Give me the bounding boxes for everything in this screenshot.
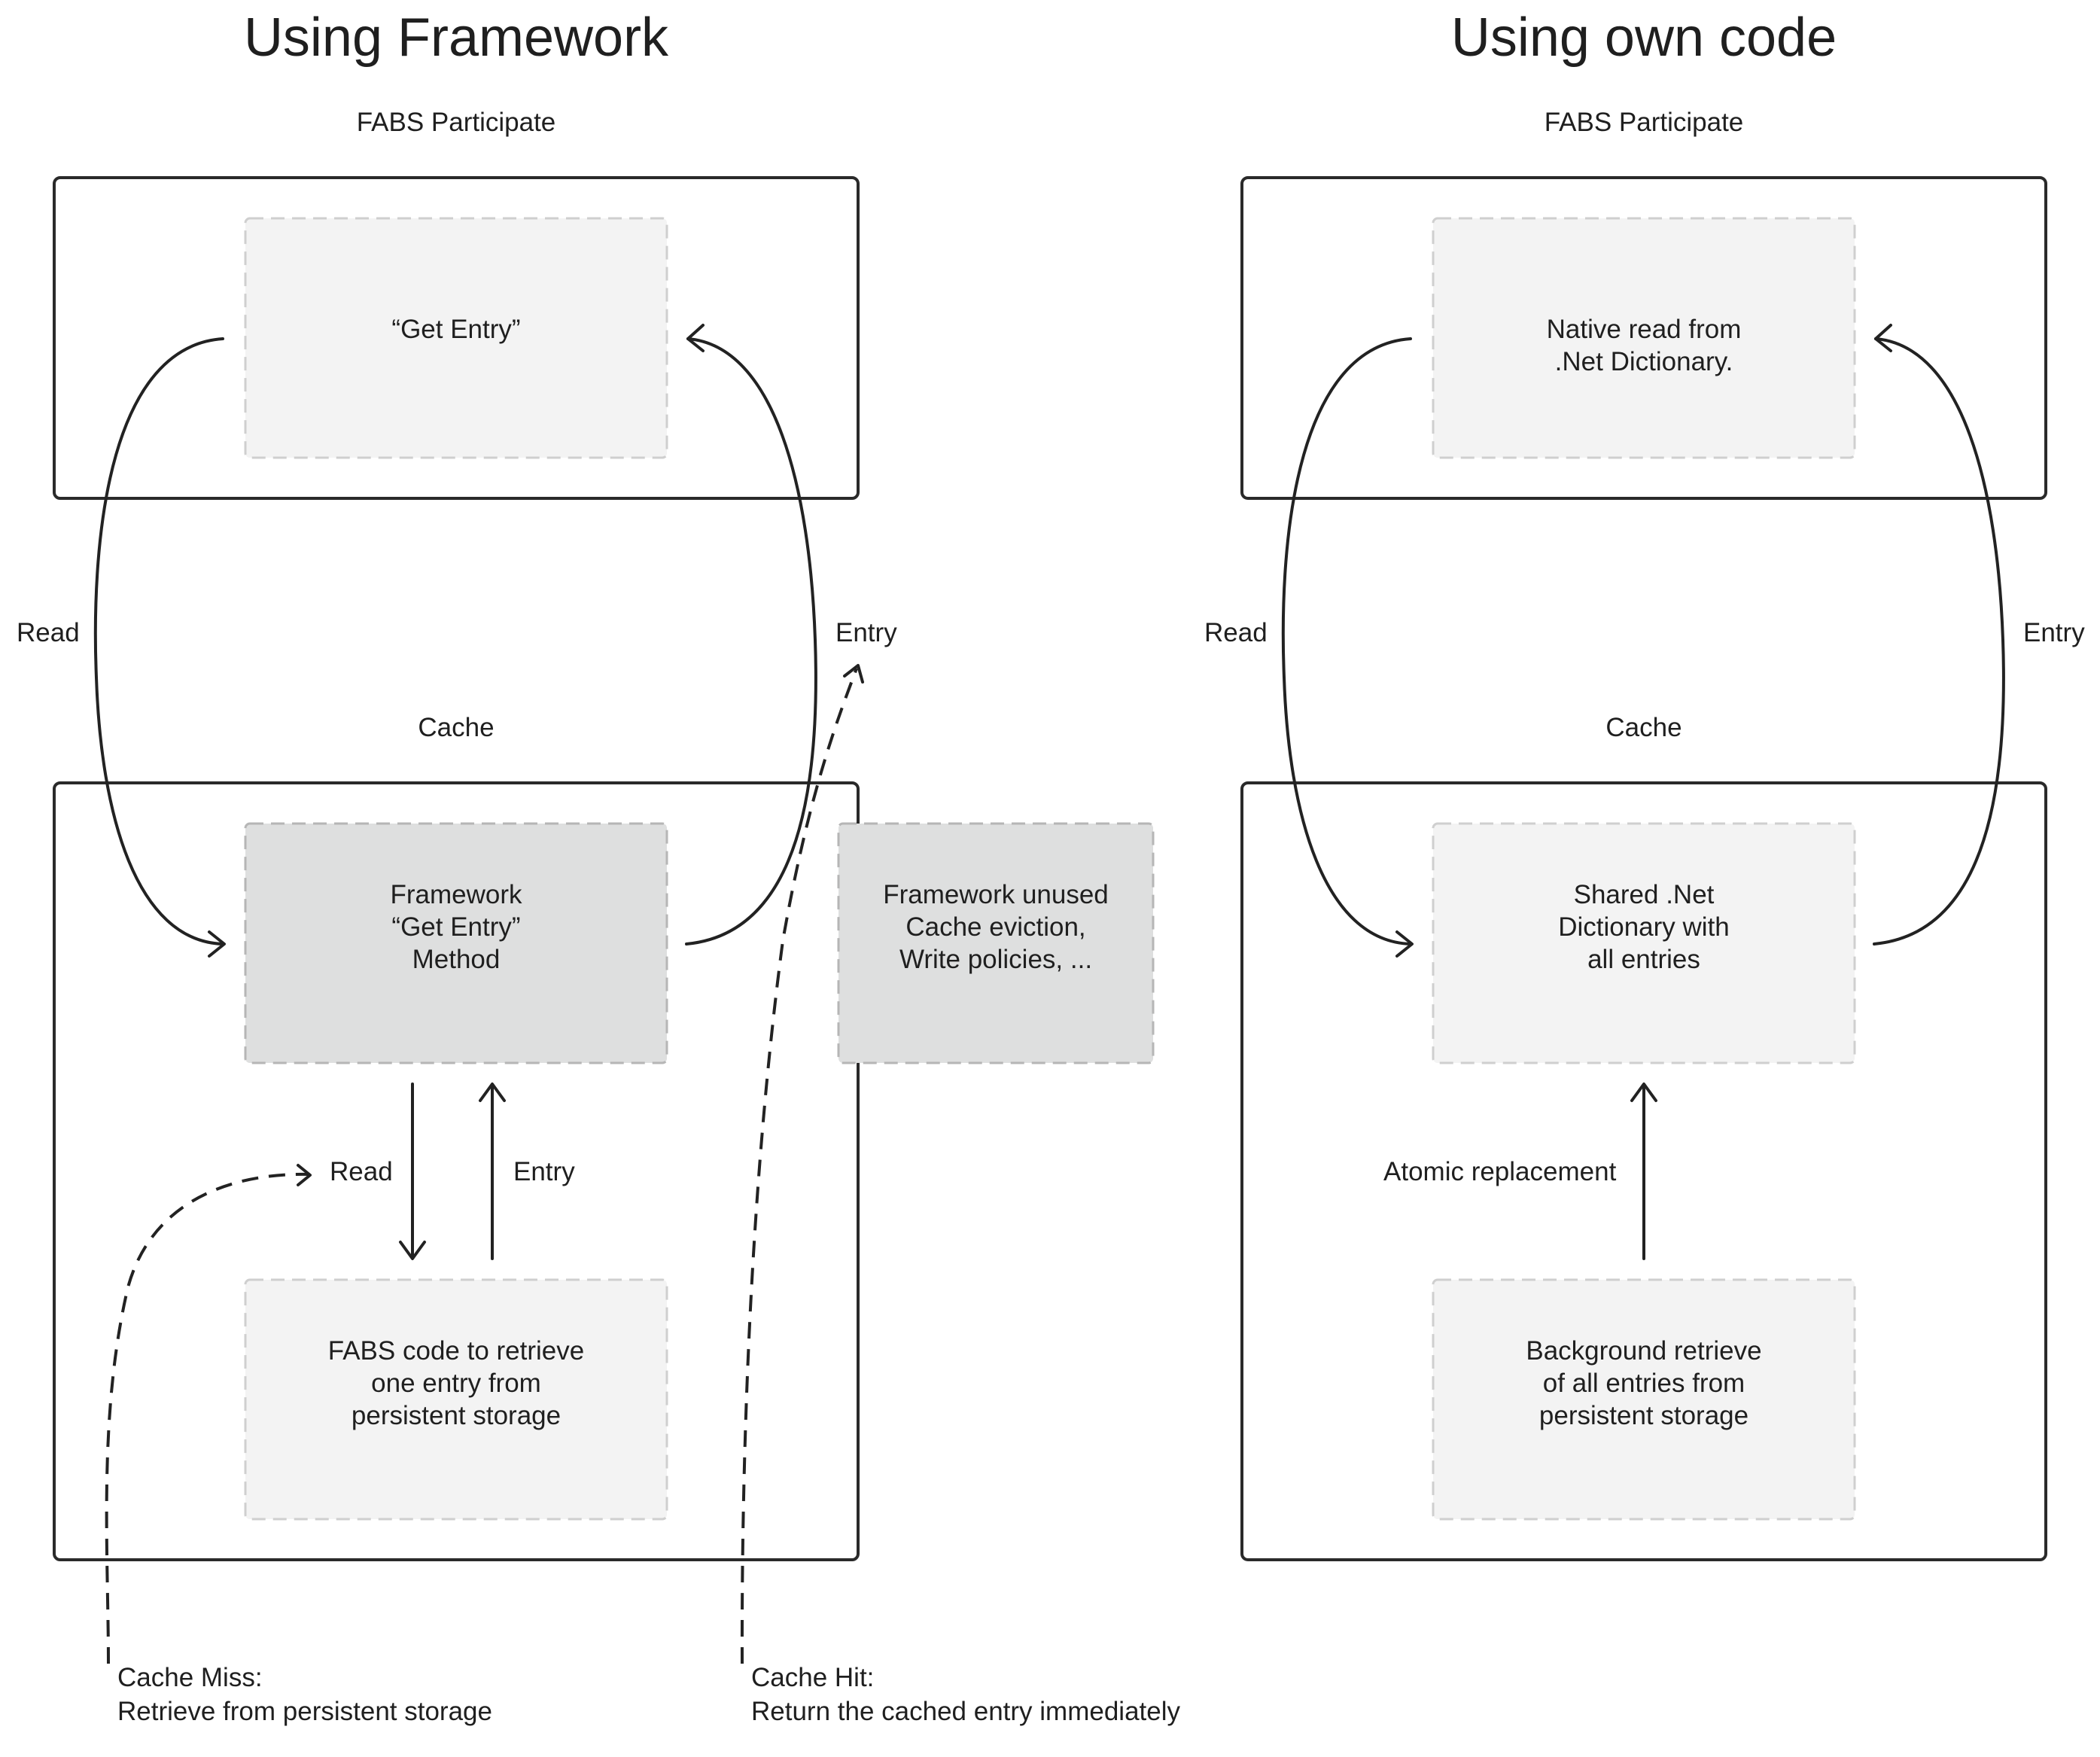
shared-dictionary-box: [1432, 822, 1856, 1064]
cache-miss-arrowhead: [297, 1164, 312, 1186]
inner-entry-arrowhead: [479, 1083, 506, 1102]
left-entry-arrow: [685, 337, 817, 945]
atomic-replacement-label: Atomic replacement: [1383, 1157, 1617, 1186]
unused-box-line-2: Cache eviction,: [905, 912, 1085, 942]
left-entry-arrowhead: [686, 324, 705, 352]
framework-box-line-2: “Get Entry”: [391, 912, 520, 942]
fabs-code-line-2: one entry from: [371, 1369, 541, 1398]
cache-miss-line-1: Cache Miss:: [117, 1663, 263, 1692]
left-title: Using Framework: [244, 8, 669, 68]
fabs-code-line-3: persistent storage: [352, 1401, 561, 1430]
cache-hit-line-1: Cache Hit:: [751, 1663, 874, 1692]
background-line-2: of all entries from: [1543, 1369, 1745, 1398]
atomic-replacement-arrowhead: [1630, 1083, 1657, 1102]
unused-box-line-1: Framework unused: [883, 880, 1109, 909]
left-participant-container: [53, 176, 860, 500]
cache-miss-line-2: Retrieve from persistent storage: [117, 1697, 492, 1726]
right-cache-label: Cache: [1605, 713, 1682, 742]
right-read-arrow: [1281, 337, 1412, 945]
native-read-line-2: .Net Dictionary.: [1555, 347, 1733, 376]
cache-miss-dashed-arrow: [105, 1172, 309, 1664]
native-read-box: [1432, 217, 1856, 459]
dictionary-line-1: Shared .Net: [1574, 880, 1715, 909]
left-cache-label: Cache: [418, 713, 494, 742]
native-read-line-1: Native read from: [1547, 315, 1742, 344]
dictionary-line-2: Dictionary with: [1558, 912, 1730, 942]
framework-get-entry-box: [244, 822, 668, 1064]
background-retrieve-box: [1432, 1278, 1856, 1521]
right-read-arrowhead: [1395, 930, 1414, 958]
framework-box-line-3: Method: [412, 945, 501, 974]
right-participant-container: [1240, 176, 2047, 500]
left-read-label: Read: [17, 618, 80, 647]
dictionary-line-3: all entries: [1587, 945, 1700, 974]
right-read-label: Read: [1204, 618, 1268, 647]
cache-hit-arrowhead: [843, 664, 864, 684]
left-participant-label: FABS Participate: [357, 108, 556, 137]
framework-unused-box: [837, 822, 1155, 1064]
left-cache-container: [53, 781, 860, 1561]
left-get-entry-text: “Get Entry”: [391, 315, 520, 344]
cache-hit-dashed-arrow: [740, 668, 858, 1664]
background-line-1: Background retrieve: [1526, 1336, 1761, 1366]
unused-box-line-3: Write policies, ...: [899, 945, 1092, 974]
background-line-3: persistent storage: [1539, 1401, 1748, 1430]
right-participant-label: FABS Participate: [1545, 108, 1744, 137]
inner-entry-label: Entry: [513, 1157, 575, 1186]
fabs-code-line-1: FABS code to retrieve: [328, 1336, 584, 1366]
left-entry-label: Entry: [835, 618, 897, 647]
right-cache-container: [1240, 781, 2047, 1561]
inner-read-label: Read: [330, 1157, 393, 1186]
right-entry-arrow: [1873, 337, 2005, 945]
right-entry-label: Entry: [2023, 618, 2085, 647]
left-read-arrow: [93, 337, 224, 945]
left-read-arrowhead: [208, 930, 226, 958]
left-get-entry-box: [244, 217, 668, 459]
fabs-code-box: [244, 1278, 668, 1521]
right-entry-arrowhead: [1874, 324, 1892, 352]
cache-hit-line-2: Return the cached entry immediately: [751, 1697, 1180, 1726]
inner-read-arrowhead: [399, 1241, 426, 1260]
framework-box-line-1: Framework: [390, 880, 522, 909]
right-title: Using own code: [1451, 8, 1837, 68]
